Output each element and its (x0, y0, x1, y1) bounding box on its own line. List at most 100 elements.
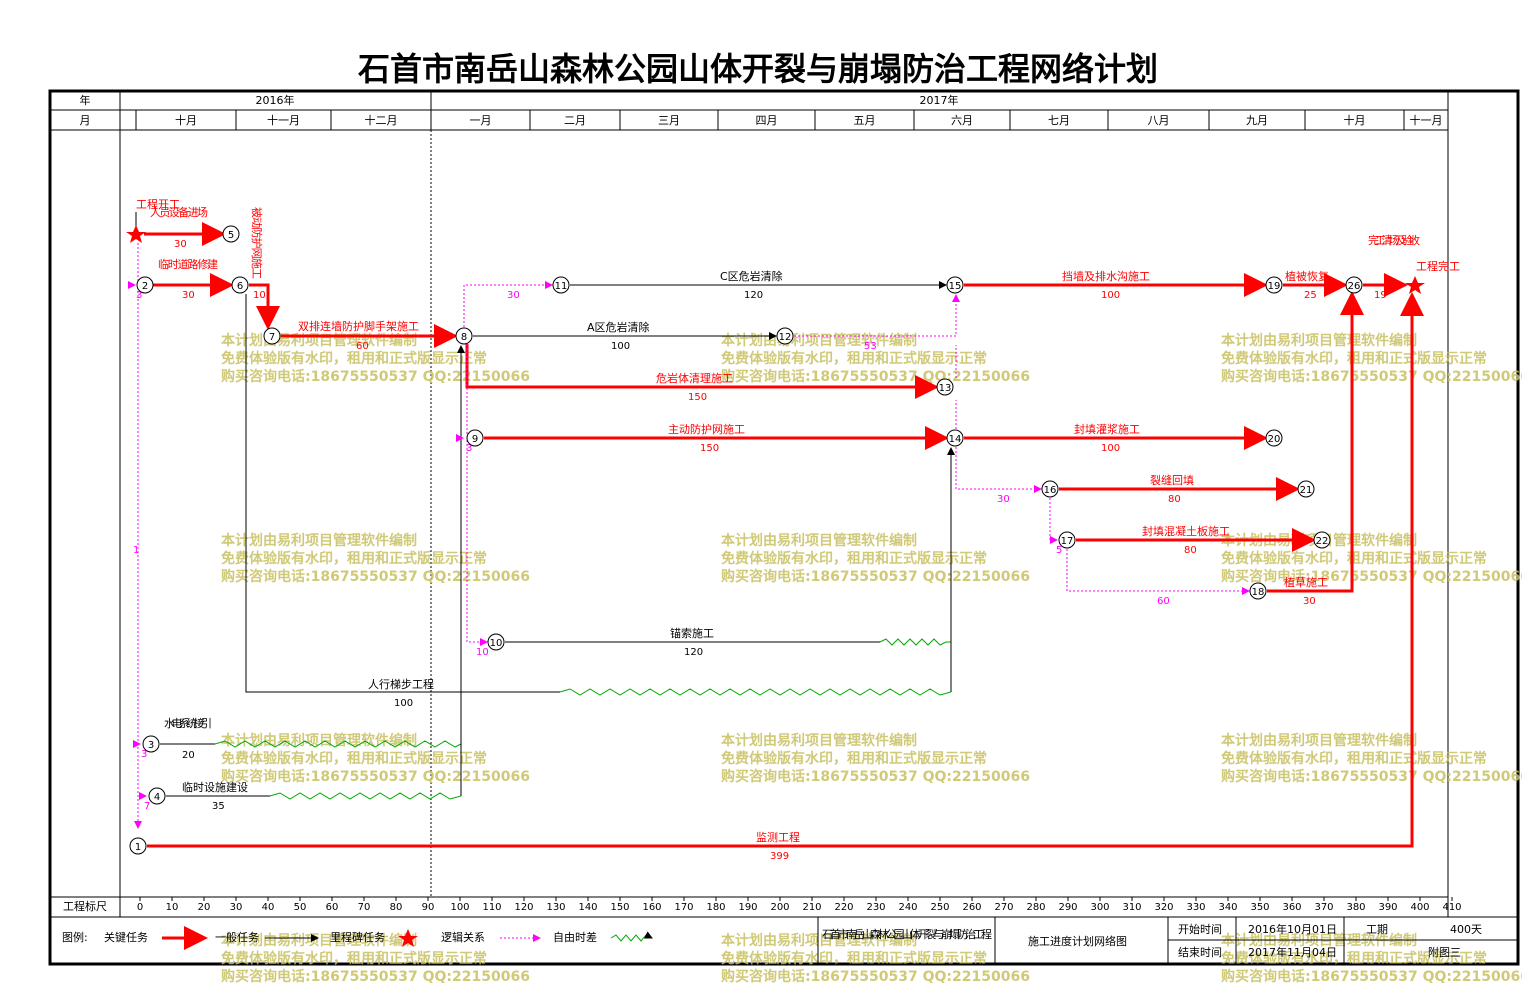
node-number: 14 (949, 434, 962, 445)
node-number: 1 (135, 842, 141, 853)
activity-label: 完工清场及验收 (1368, 233, 1420, 247)
node-6[interactable]: 6 (231, 276, 249, 294)
page-title: 石首市南岳山森林公园山体开裂与崩塌防治工程网络计划 (357, 50, 1158, 88)
scale-tick-label: 70 (358, 902, 371, 913)
scale-tick-label: 370 (1314, 902, 1333, 913)
scale-tick-label: 0 (137, 902, 143, 913)
node-11[interactable]: 11 (552, 276, 570, 294)
node-16[interactable]: 16 (1041, 480, 1059, 498)
watermark-line: 本计划由易利项目管理软件编制 (721, 932, 917, 949)
legend-float-label: 自由时差 (553, 930, 597, 944)
activity-label: 植草施工 (1284, 575, 1328, 589)
watermark: 本计划由易利项目管理软件编制 免费体验版有水印，租用和正式版显示正常 购买咨询电… (221, 932, 530, 983)
node-22[interactable]: 22 (1313, 531, 1331, 549)
node-number: 8 (461, 332, 467, 343)
end-milestone-star[interactable] (1405, 276, 1425, 294)
activity-duration: 100 (1101, 290, 1120, 301)
node-3[interactable]: 3 (142, 735, 160, 753)
float-label: 60 (1157, 596, 1170, 607)
node-number: 18 (1252, 587, 1265, 598)
activity-duration: 35 (212, 801, 225, 812)
node-number: 10 (490, 638, 503, 649)
node-18[interactable]: 18 (1249, 582, 1267, 600)
watermark: 本计划由易利项目管理软件编制 免费体验版有水印，租用和正式版显示正常 购买咨询电… (721, 932, 1030, 983)
node-10[interactable]: 10 (487, 633, 505, 651)
activity-label: 临时道路修建 (158, 257, 218, 271)
node-number: 19 (1268, 281, 1281, 292)
node-26[interactable]: 26 (1345, 276, 1363, 294)
node-7[interactable]: 7 (263, 327, 281, 345)
legend-milestone-label: 里程碑任务 (330, 931, 385, 944)
month-label-cell: 十二月 (365, 113, 398, 127)
node-21[interactable]: 21 (1297, 480, 1315, 498)
node-20[interactable]: 20 (1265, 429, 1283, 447)
legend: 图例: 关键任务 一般任务 里程碑任务 逻辑关系 自由时差 (62, 926, 653, 950)
node-4[interactable]: 4 (148, 787, 166, 805)
scale-tick-label: 170 (674, 902, 693, 913)
scale-tick-label: 250 (930, 902, 949, 913)
logic-12-15[interactable] (794, 294, 960, 337)
node-1[interactable]: 1 (129, 837, 147, 855)
watermark-line: 购买咨询电话:18675550537 QQ:22150066 (721, 968, 1030, 983)
scale-tick-label: 380 (1346, 902, 1365, 913)
scale-tick-label: 290 (1058, 902, 1077, 913)
activity-duration: 30 (182, 290, 195, 301)
watermark-line: 购买咨询电话:18675550537 QQ:22150066 (221, 768, 530, 785)
footer-end-label: 结束时间 (1178, 946, 1222, 959)
watermark-line: 免费体验版有水印，租用和正式版显示正常 (1221, 350, 1487, 367)
watermark-line: 购买咨询电话:18675550537 QQ:22150066 (221, 968, 530, 983)
logic-8-11[interactable] (463, 281, 553, 327)
arrow-6-7[interactable] (249, 283, 280, 330)
node-number: 6 (237, 281, 243, 292)
float-label: 30 (507, 290, 520, 301)
logic-14-16[interactable] (955, 447, 1042, 493)
month-label-cell: 八月 (1148, 114, 1170, 127)
activity-duration: 25 (1304, 290, 1317, 301)
logic-8-10[interactable] (466, 344, 488, 646)
watermark-line: 免费体验版有水印，租用和正式版显示正常 (1221, 550, 1487, 567)
watermark-line: 购买咨询电话:18675550537 QQ:22150066 (721, 768, 1030, 785)
year-2017: 2017年 (920, 93, 959, 107)
float-wave (559, 688, 952, 696)
watermark-line: 本计划由易利项目管理软件编制 (221, 732, 417, 749)
watermark-line: 免费体验版有水印，租用和正式版显示正常 (221, 550, 487, 567)
node-9[interactable]: 9 (466, 429, 484, 447)
month-label-cell: 十月 (175, 113, 197, 127)
scale-label: 工程标尺 (63, 899, 107, 913)
activity-duration: 399 (770, 851, 789, 862)
scale-tick-label: 190 (738, 902, 757, 913)
footer-end-value: 2017年11月04日 (1248, 945, 1337, 959)
scale-tick-label: 230 (866, 902, 885, 913)
node-14[interactable]: 14 (946, 429, 964, 447)
arrow-18-26[interactable] (1267, 291, 1364, 593)
activity-label: 危岩体清理施工 (656, 371, 733, 385)
watermark-line: 免费体验版有水印，租用和正式版显示正常 (721, 950, 987, 967)
node-number: 20 (1268, 434, 1281, 445)
watermark: 本计划由易利项目管理软件编制 免费体验版有水印，租用和正式版显示正常 购买咨询电… (1221, 332, 1522, 385)
activity-duration: 150 (688, 392, 707, 403)
node-2[interactable]: 2 (136, 276, 154, 294)
node-12[interactable]: 12 (776, 327, 794, 345)
node-8[interactable]: 8 (455, 327, 473, 345)
node-number: 21 (1300, 485, 1313, 496)
activity-label: C区危岩清除 (720, 269, 783, 283)
logic-marker (139, 792, 147, 800)
start-milestone-star[interactable] (126, 225, 146, 243)
arrow-6-pedestrian[interactable] (245, 294, 560, 693)
node-19[interactable]: 19 (1265, 276, 1283, 294)
arrow-8-13[interactable] (465, 344, 939, 399)
watermark-line: 购买咨询电话:18675550537 QQ:22150066 (1221, 368, 1522, 385)
float-label: 1 (133, 545, 139, 556)
node-17[interactable]: 17 (1058, 531, 1076, 549)
node-5[interactable]: 5 (222, 225, 240, 243)
activity-label: 挡墙及排水沟施工 (1062, 269, 1150, 283)
scale-tick-label: 40 (262, 902, 275, 913)
node-13[interactable]: 13 (936, 378, 954, 396)
node-15[interactable]: 15 (946, 276, 964, 294)
arrow-1-end[interactable] (147, 292, 1424, 848)
scale-tick-label: 110 (482, 902, 501, 913)
logic-17-18[interactable] (1066, 549, 1250, 595)
watermark-line: 本计划由易利项目管理软件编制 (221, 932, 417, 949)
